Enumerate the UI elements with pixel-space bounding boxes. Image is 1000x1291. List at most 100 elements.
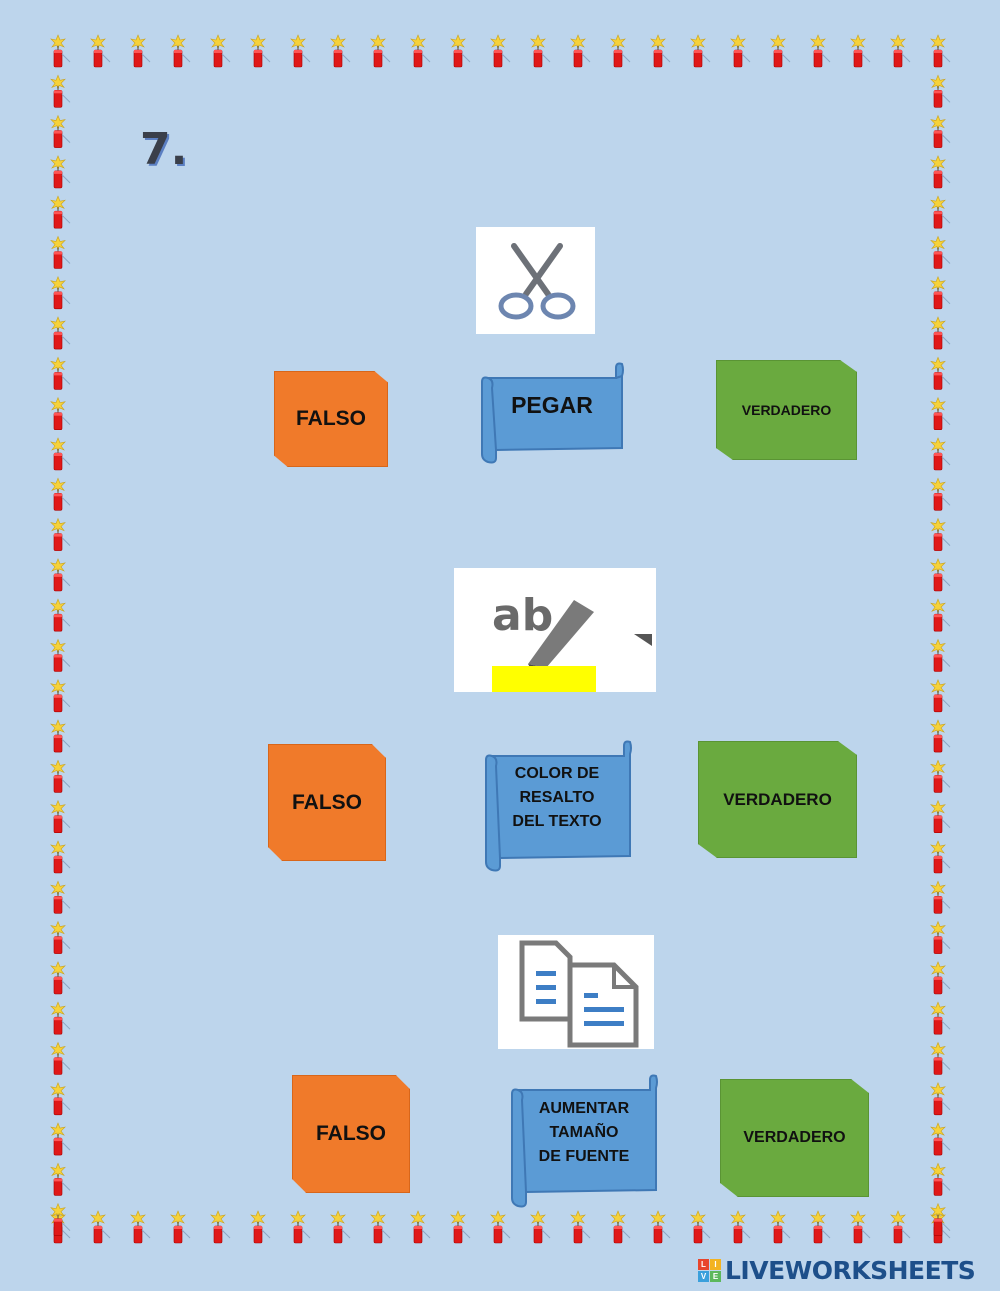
firecracker-mark xyxy=(50,397,71,431)
firecracker-mark xyxy=(490,34,511,68)
logo-mark-letter: I xyxy=(710,1259,721,1270)
firecracker-mark xyxy=(50,840,71,874)
firecracker-mark xyxy=(50,1203,71,1237)
firecracker-mark xyxy=(90,34,111,68)
firecracker-mark xyxy=(50,437,71,471)
firecracker-mark xyxy=(930,759,951,793)
firecracker-mark xyxy=(730,34,751,68)
svg-text:ab: ab xyxy=(492,590,553,641)
logo-mark: L I V E xyxy=(698,1259,721,1282)
false-option-label: FALSO xyxy=(291,790,362,814)
firecracker-mark xyxy=(410,1210,431,1244)
firecracker-mark xyxy=(930,1082,951,1116)
firecracker-mark xyxy=(330,34,351,68)
firecracker-mark xyxy=(50,961,71,995)
firecracker-mark xyxy=(930,1203,951,1237)
firecracker-mark xyxy=(50,679,71,713)
firecracker-mark xyxy=(930,961,951,995)
firecracker-mark xyxy=(450,34,471,68)
firecracker-mark xyxy=(290,1210,311,1244)
firecracker-mark xyxy=(50,1001,71,1035)
firecracker-mark xyxy=(130,1210,151,1244)
scissors-icon xyxy=(498,242,575,319)
false-option-3[interactable]: FALSO xyxy=(292,1075,410,1193)
firecracker-mark xyxy=(930,276,951,310)
firecracker-mark xyxy=(290,34,311,68)
firecracker-mark xyxy=(890,34,911,68)
firecracker-mark xyxy=(50,276,71,310)
firecracker-mark xyxy=(930,74,951,108)
firecracker-mark xyxy=(330,1210,351,1244)
firecracker-mark xyxy=(170,1210,191,1244)
firecracker-mark xyxy=(50,518,71,552)
firecracker-mark xyxy=(250,1210,271,1244)
firecracker-mark xyxy=(650,1210,671,1244)
firecracker-mark xyxy=(930,840,951,874)
firecracker-mark xyxy=(210,34,231,68)
question-number: 7. xyxy=(140,124,188,175)
firecracker-mark xyxy=(570,1210,591,1244)
firecracker-mark xyxy=(930,679,951,713)
firecracker-mark xyxy=(530,34,551,68)
true-option-2[interactable]: VERDADERO xyxy=(698,741,857,858)
firecracker-mark xyxy=(50,1042,71,1075)
firecracker-mark xyxy=(930,155,951,189)
firecracker-mark xyxy=(930,236,951,269)
firecracker-mark xyxy=(930,639,951,672)
firecracker-mark xyxy=(130,34,151,68)
firecracker-mark xyxy=(930,115,951,149)
firecracker-mark xyxy=(930,195,951,229)
firecracker-mark xyxy=(930,598,951,632)
statement-scroll-1: PEGAR xyxy=(478,362,626,464)
firecracker-mark xyxy=(50,800,71,834)
firecracker-mark xyxy=(50,316,71,350)
firecracker-mark xyxy=(370,34,391,68)
firecracker-mark xyxy=(90,1210,111,1244)
false-option-2[interactable]: FALSO xyxy=(268,744,386,861)
firecracker-mark xyxy=(930,921,951,955)
firecracker-mark xyxy=(50,639,71,672)
statement-text: PEGAR xyxy=(511,391,593,418)
firecracker-mark xyxy=(730,1210,751,1244)
firecracker-mark xyxy=(850,1210,871,1244)
true-option-label: VERDADERO xyxy=(743,1129,846,1146)
firecracker-mark xyxy=(450,1210,471,1244)
firecracker-mark xyxy=(50,356,71,390)
firecracker-mark xyxy=(930,316,951,350)
copy-icon-box xyxy=(498,935,654,1049)
firecracker-mark xyxy=(50,477,71,511)
firecracker-mark xyxy=(930,1122,951,1156)
firecracker-mark xyxy=(410,34,431,68)
false-option-label: FALSO xyxy=(295,407,366,430)
firecracker-mark xyxy=(650,34,671,68)
true-option-1[interactable]: VERDADERO xyxy=(716,360,857,460)
copy-icon xyxy=(519,940,639,1048)
firecracker-mark xyxy=(930,1042,951,1075)
firecracker-mark xyxy=(610,1210,631,1244)
firecracker-mark xyxy=(170,34,191,68)
firecracker-mark xyxy=(50,115,71,149)
firecracker-mark xyxy=(50,759,71,793)
firecracker-mark xyxy=(50,155,71,189)
firecracker-mark xyxy=(930,880,951,914)
false-option-label: FALSO xyxy=(315,1122,386,1145)
firecracker-mark xyxy=(50,921,71,955)
firecracker-mark xyxy=(50,34,71,68)
firecracker-mark xyxy=(850,34,871,68)
logo-mark-letter: E xyxy=(710,1271,721,1282)
firecracker-mark xyxy=(690,1210,711,1244)
firecracker-mark xyxy=(610,34,631,68)
firecracker-mark xyxy=(930,437,951,471)
firecracker-mark xyxy=(530,1210,551,1244)
firecracker-mark xyxy=(50,195,71,229)
false-option-1[interactable]: FALSO xyxy=(274,371,388,467)
firecracker-mark xyxy=(50,236,71,269)
firecracker-mark xyxy=(50,74,71,108)
firecracker-mark xyxy=(930,477,951,511)
firecracker-mark xyxy=(690,34,711,68)
true-option-3[interactable]: VERDADERO xyxy=(720,1079,869,1197)
logo-mark-letter: L xyxy=(698,1259,709,1270)
firecracker-mark xyxy=(50,1082,71,1116)
